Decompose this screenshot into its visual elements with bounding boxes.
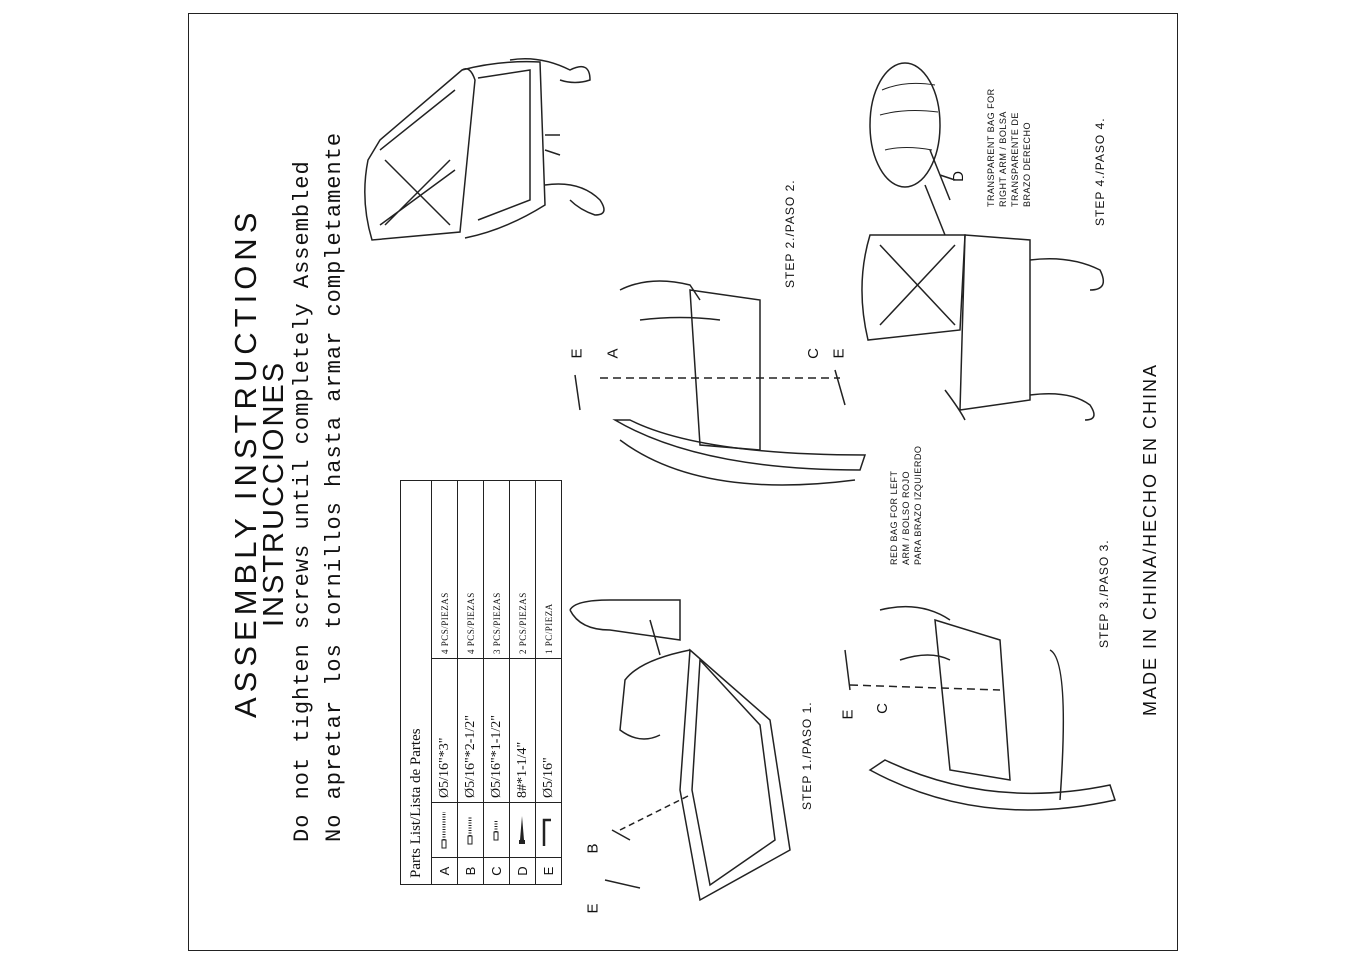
parts-row-b: B Ø5/16"*2-1/2" 4 PCS/PIEZAS <box>457 480 484 885</box>
parts-row-a: A Ø5/16"*3" 4 PCS/PIEZAS <box>431 480 458 885</box>
finished-chair-illustration <box>364 58 605 241</box>
step-1-illustration <box>569 599 791 902</box>
wood-screw-icon <box>509 802 536 858</box>
step-2-illustration <box>574 280 867 486</box>
step-4-illustration <box>861 62 1105 421</box>
bolt-icon <box>483 802 510 858</box>
parts-row-e: E Ø5/16" 1 PC/PIEZA <box>535 480 562 885</box>
allen-wrench-icon <box>535 802 562 858</box>
instruction-sheet-border <box>188 13 1178 951</box>
step-3-illustration <box>844 605 1116 811</box>
bolt-icon <box>431 802 458 858</box>
parts-list-table: Parts List/Lista de Partes A Ø5/16"*3" 4… <box>400 480 562 885</box>
parts-row-d: D 8#*1-1/4" 2 PCS/PIEZAS <box>509 480 536 885</box>
parts-row-c: C Ø5/16"*1-1/2" 3 PCS/PIEZAS <box>483 480 510 885</box>
bolt-icon <box>457 802 484 858</box>
